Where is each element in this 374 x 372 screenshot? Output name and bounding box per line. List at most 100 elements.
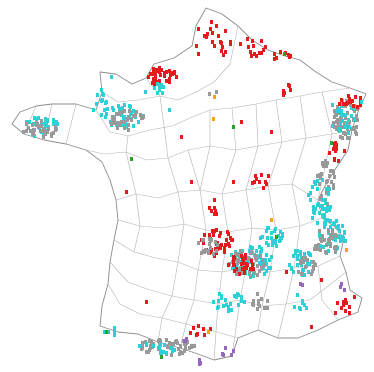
observation-cell-cyan <box>313 211 316 215</box>
observation-cell-gray <box>179 350 182 354</box>
observation-cell-red <box>145 300 148 304</box>
observation-cell-gray <box>118 123 121 127</box>
observation-cell-gray <box>216 243 219 247</box>
observation-cell-red <box>168 77 171 81</box>
observation-cell-gray <box>353 126 356 130</box>
observation-cell-red <box>224 243 227 247</box>
observation-cell-red <box>238 272 241 276</box>
observation-cell-gray <box>335 234 338 238</box>
observation-cell-gray <box>200 251 203 255</box>
observation-cell-gray <box>325 243 328 247</box>
observation-cell-purple <box>183 339 186 343</box>
observation-cell-cyan <box>327 249 330 253</box>
observation-cell-gray <box>141 341 144 345</box>
observation-cell-red <box>158 70 161 74</box>
observation-cell-red <box>165 70 168 74</box>
observation-cell-red <box>310 325 313 329</box>
observation-cell-gray <box>140 116 143 120</box>
observation-cell-gray <box>25 122 28 126</box>
observation-cell-red <box>152 67 155 71</box>
observation-cell-gray <box>313 262 316 266</box>
observation-cell-red <box>213 198 216 202</box>
observation-cell-cyan <box>319 244 322 248</box>
observation-cell-red <box>213 229 216 233</box>
observation-cell-gray <box>40 119 43 123</box>
observation-cell-red <box>285 270 288 274</box>
observation-cell-cyan <box>348 125 351 129</box>
observation-cell-gray <box>128 109 131 113</box>
observation-cell-green <box>275 235 278 239</box>
observation-cell-gray <box>253 271 256 275</box>
observation-cell-cyan <box>326 206 329 210</box>
observation-cell-red <box>213 44 216 48</box>
observation-cell-purple <box>185 337 188 341</box>
observation-cell-gray <box>333 125 336 129</box>
observation-cell-cyan <box>249 247 252 251</box>
observation-cell-cyan <box>306 261 309 265</box>
observation-cell-gray <box>316 174 319 178</box>
observation-cell-cyan <box>123 103 126 107</box>
observation-cell-gray <box>40 124 43 128</box>
observation-cell-gray <box>174 340 177 344</box>
observation-cell-cyan <box>290 267 293 271</box>
observation-cell-red <box>273 52 276 56</box>
observation-cell-red <box>354 95 357 99</box>
observation-cell-red <box>342 300 345 304</box>
observation-cell-red <box>212 233 215 237</box>
observation-cell-cyan <box>316 187 319 191</box>
observation-cell-red <box>219 246 222 250</box>
observation-cell-red <box>250 259 253 263</box>
observation-cell-red <box>260 51 263 55</box>
observation-cell-red <box>211 31 214 35</box>
observation-cell-cyan <box>267 266 270 270</box>
observation-cell-gray <box>344 116 347 120</box>
observation-cell-cyan <box>299 250 302 254</box>
observation-cell-gray <box>193 344 196 348</box>
observation-cell-red <box>289 88 292 92</box>
observation-cell-cyan <box>33 116 36 120</box>
observation-cell-cyan <box>100 99 103 103</box>
observation-cell-red <box>226 230 229 234</box>
observation-cell-cyan <box>263 272 266 276</box>
observation-cell-gray <box>258 269 261 273</box>
observation-cell-green <box>105 330 108 334</box>
observation-cell-red <box>320 278 323 282</box>
observation-cell-cyan <box>259 236 262 240</box>
observation-cell-red <box>233 269 236 273</box>
observation-cell-purple <box>222 353 225 357</box>
observation-cell-red <box>214 209 217 213</box>
observation-cell-red <box>249 50 252 54</box>
observation-cell-red <box>189 331 192 335</box>
observation-cells <box>22 20 363 366</box>
observation-cell-gray <box>332 186 335 190</box>
observation-cell-gray <box>141 346 144 350</box>
observation-cell-red <box>243 266 246 270</box>
observation-cell-cyan <box>45 122 48 126</box>
observation-cell-cyan <box>275 244 278 248</box>
observation-cell-red <box>232 263 235 267</box>
observation-cell-gray <box>50 132 53 136</box>
observation-cell-red <box>260 39 263 43</box>
observation-cell-cyan <box>170 346 173 350</box>
observation-cell-cyan <box>292 254 295 258</box>
observation-cell-red <box>249 267 252 271</box>
observation-cell-red <box>265 182 268 186</box>
observation-cell-cyan <box>168 108 171 112</box>
observation-cell-cyan <box>266 236 269 240</box>
observation-cell-cyan <box>311 185 314 189</box>
observation-cell-gray <box>321 161 324 165</box>
observation-cell-purple <box>339 285 342 289</box>
observation-cell-cyan <box>343 230 346 234</box>
observation-cell-gray <box>166 345 169 349</box>
observation-cell-gray <box>237 253 240 257</box>
observation-cell-cyan <box>95 102 98 106</box>
observation-cell-gray <box>252 299 255 303</box>
observation-cell-cyan <box>295 249 298 253</box>
observation-cell-green <box>232 125 235 129</box>
observation-cell-red <box>351 99 354 103</box>
observation-cell-cyan <box>313 180 316 184</box>
observation-cell-gray <box>260 266 263 270</box>
observation-cell-cyan <box>110 75 113 79</box>
observation-cell-gray <box>335 120 338 124</box>
observation-cell-purple <box>299 282 302 286</box>
